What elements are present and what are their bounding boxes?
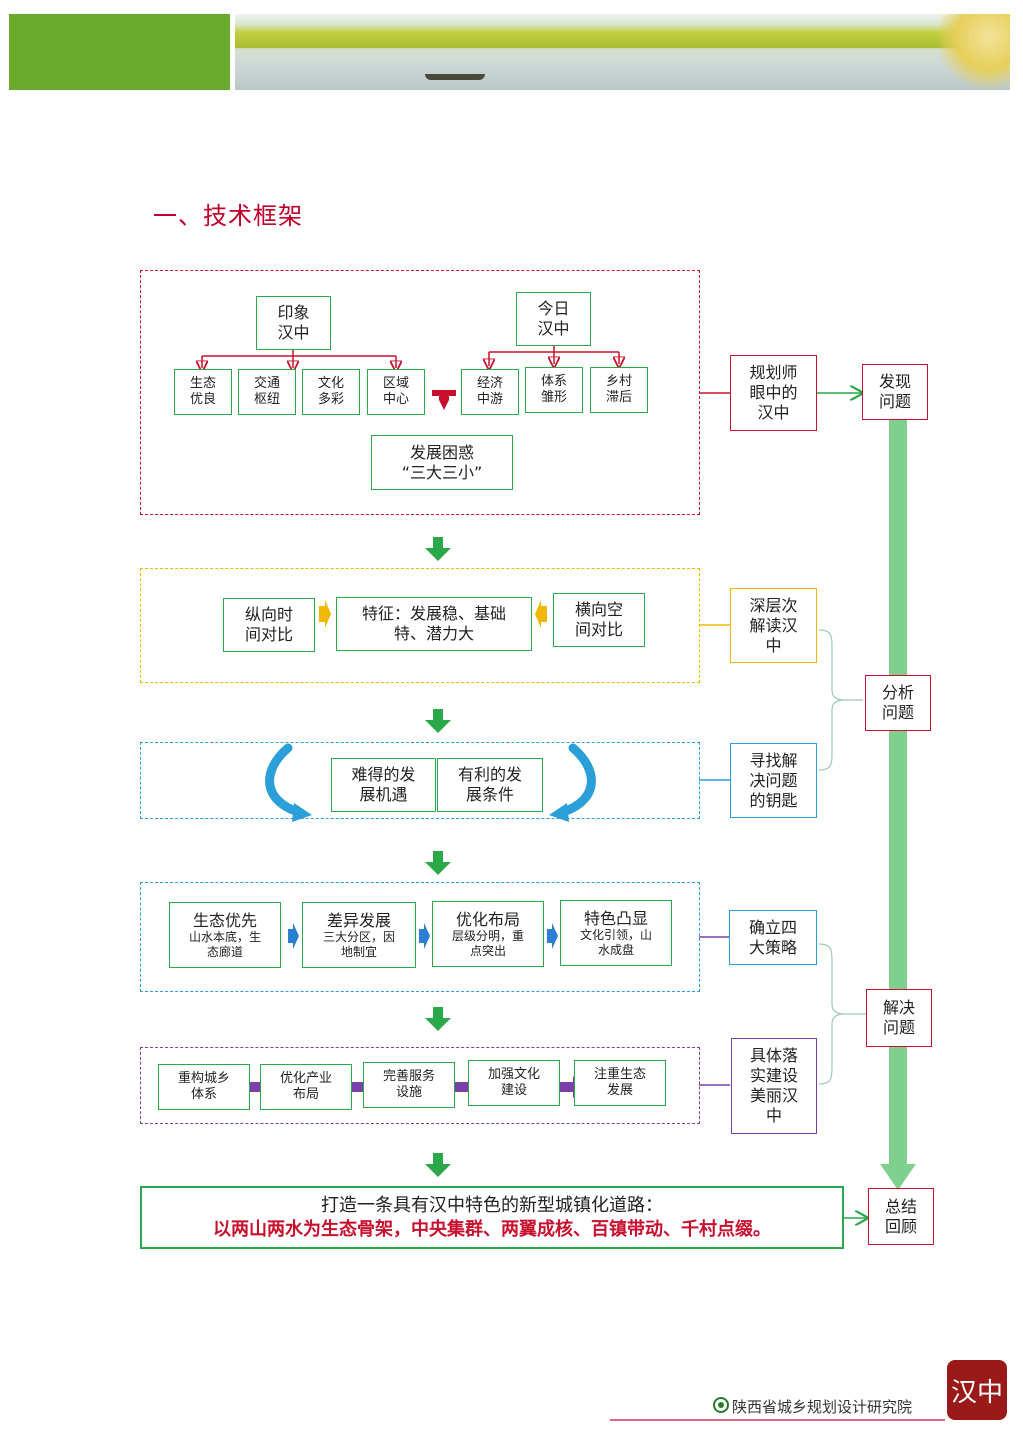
- impression-hanzhong-box: 印象 汉中: [256, 296, 331, 350]
- rare-opportunity-box: 难得的发 展机遇: [331, 758, 436, 812]
- stage-solve-problem: 解决 问题: [866, 989, 932, 1047]
- final-line-1: 打造一条具有汉中特色的新型城镇化道路：: [321, 1194, 663, 1216]
- section-1-frame: [140, 270, 700, 515]
- strategy-optimize-layout: 优化布局 层级分明，重 点突出: [432, 901, 544, 967]
- deep-reading-label: 深层次 解读汉 中: [730, 588, 817, 663]
- section-5-frame: [140, 1047, 700, 1124]
- optimize-industry-box: 优化产业 布局: [260, 1064, 352, 1110]
- strategy-highlight-features: 特色凸显 文化引领，山 水成盘: [560, 900, 672, 966]
- improve-services-box: 完善服务 设施: [363, 1062, 455, 1108]
- strategy-ecology-first: 生态优先 山水本底，生 态廊道: [169, 902, 281, 968]
- strategy-differentiated: 差异发展 三大分区，因 地制宜: [302, 902, 416, 968]
- horizontal-space-compare-box: 横向空 间对比: [553, 593, 645, 647]
- final-line-2: 以两山两水为生态骨架，中央集群、两翼成核、百镇带动、千村点缀。: [213, 1218, 771, 1240]
- ecology-box: 生态 优良: [174, 369, 232, 415]
- regional-center-box: 区域 中心: [367, 369, 425, 415]
- section-2-frame: [140, 568, 700, 683]
- development-puzzle-box: 发展困惑 “三大三小”: [371, 435, 513, 490]
- stage-analyze-problem: 分析 问题: [865, 675, 931, 731]
- rebuild-urban-rural-box: 重构城乡 体系: [158, 1064, 250, 1110]
- section-title: 一、技术框架: [153, 202, 303, 230]
- culture-box: 文化 多彩: [302, 369, 360, 415]
- section-3-frame: [140, 742, 700, 819]
- four-strategies-label: 确立四 大策略: [729, 910, 817, 965]
- today-hanzhong-box: 今日 汉中: [516, 292, 591, 346]
- favorable-conditions-box: 有利的发 展条件: [437, 758, 543, 812]
- ecology-development-box: 注重生态 发展: [574, 1060, 666, 1106]
- implementation-label: 具体落 实建设 美丽汉 中: [731, 1038, 817, 1134]
- strengthen-culture-box: 加强文化 建设: [468, 1060, 560, 1106]
- transport-hub-box: 交通 枢纽: [238, 369, 296, 415]
- find-key-label: 寻找解 决问题 的钥匙: [730, 743, 817, 818]
- header-green-block: [9, 14, 230, 90]
- economy-box: 经济 中游: [461, 369, 519, 415]
- system-box: 体系 雏形: [525, 367, 583, 413]
- features-box: 特征：发展稳、基础 特、潜力大: [336, 597, 532, 651]
- final-conclusion-box: 打造一条具有汉中特色的新型城镇化道路： 以两山两水为生态骨架，中央集群、两翼成核…: [140, 1186, 844, 1249]
- stage-discover-problem: 发现 问题: [862, 364, 928, 420]
- rural-box: 乡村 滞后: [590, 367, 648, 413]
- planner-view-label: 规划师 眼中的 汉中: [730, 355, 817, 431]
- section-4-frame: [140, 882, 700, 992]
- stage-summary-review: 总结 回顾: [868, 1188, 934, 1245]
- header-landscape-photo: [235, 14, 1010, 90]
- hanzhong-seal-logo: 汉中: [947, 1360, 1007, 1420]
- vertical-time-compare-box: 纵向时 间对比: [223, 598, 315, 652]
- institute-name: 陕西省城乡规划设计研究院: [732, 1398, 913, 1416]
